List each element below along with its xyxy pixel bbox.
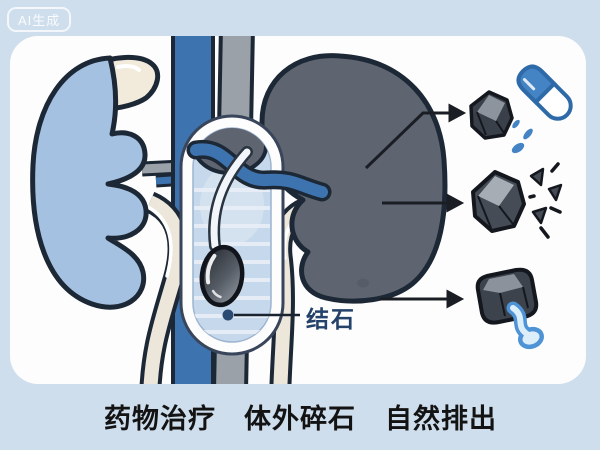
- treatment-label-medication: 药物治疗: [104, 404, 216, 434]
- arrow-to-medication: [364, 111, 450, 170]
- capsule-pill-icon: [516, 64, 573, 121]
- stone-pointer: [222, 309, 300, 321]
- kidney-stone: [199, 244, 245, 308]
- treatment-label-natural-passage: 自然排出: [385, 404, 497, 434]
- stone-and-capsule-pill-icon: [469, 64, 573, 154]
- stone-callout-label: 结石: [306, 306, 356, 332]
- renal-vein-wave: [186, 139, 332, 202]
- treatment-label-lithotripsy: 体外碎石: [244, 404, 356, 434]
- ai-generated-watermark: AI生成: [7, 7, 72, 32]
- right-kidney: [259, 53, 448, 304]
- pill-droplets: [511, 119, 533, 154]
- treatment-arrows: [364, 103, 467, 309]
- left-ureter: [139, 191, 190, 384]
- urine-flow-drop: [506, 301, 544, 350]
- stone-with-urine-flow-icon: [475, 267, 544, 350]
- stone-fragments-icon: [471, 162, 563, 239]
- left-kidney: [30, 55, 149, 310]
- magnified-ureter-tube: [208, 146, 253, 252]
